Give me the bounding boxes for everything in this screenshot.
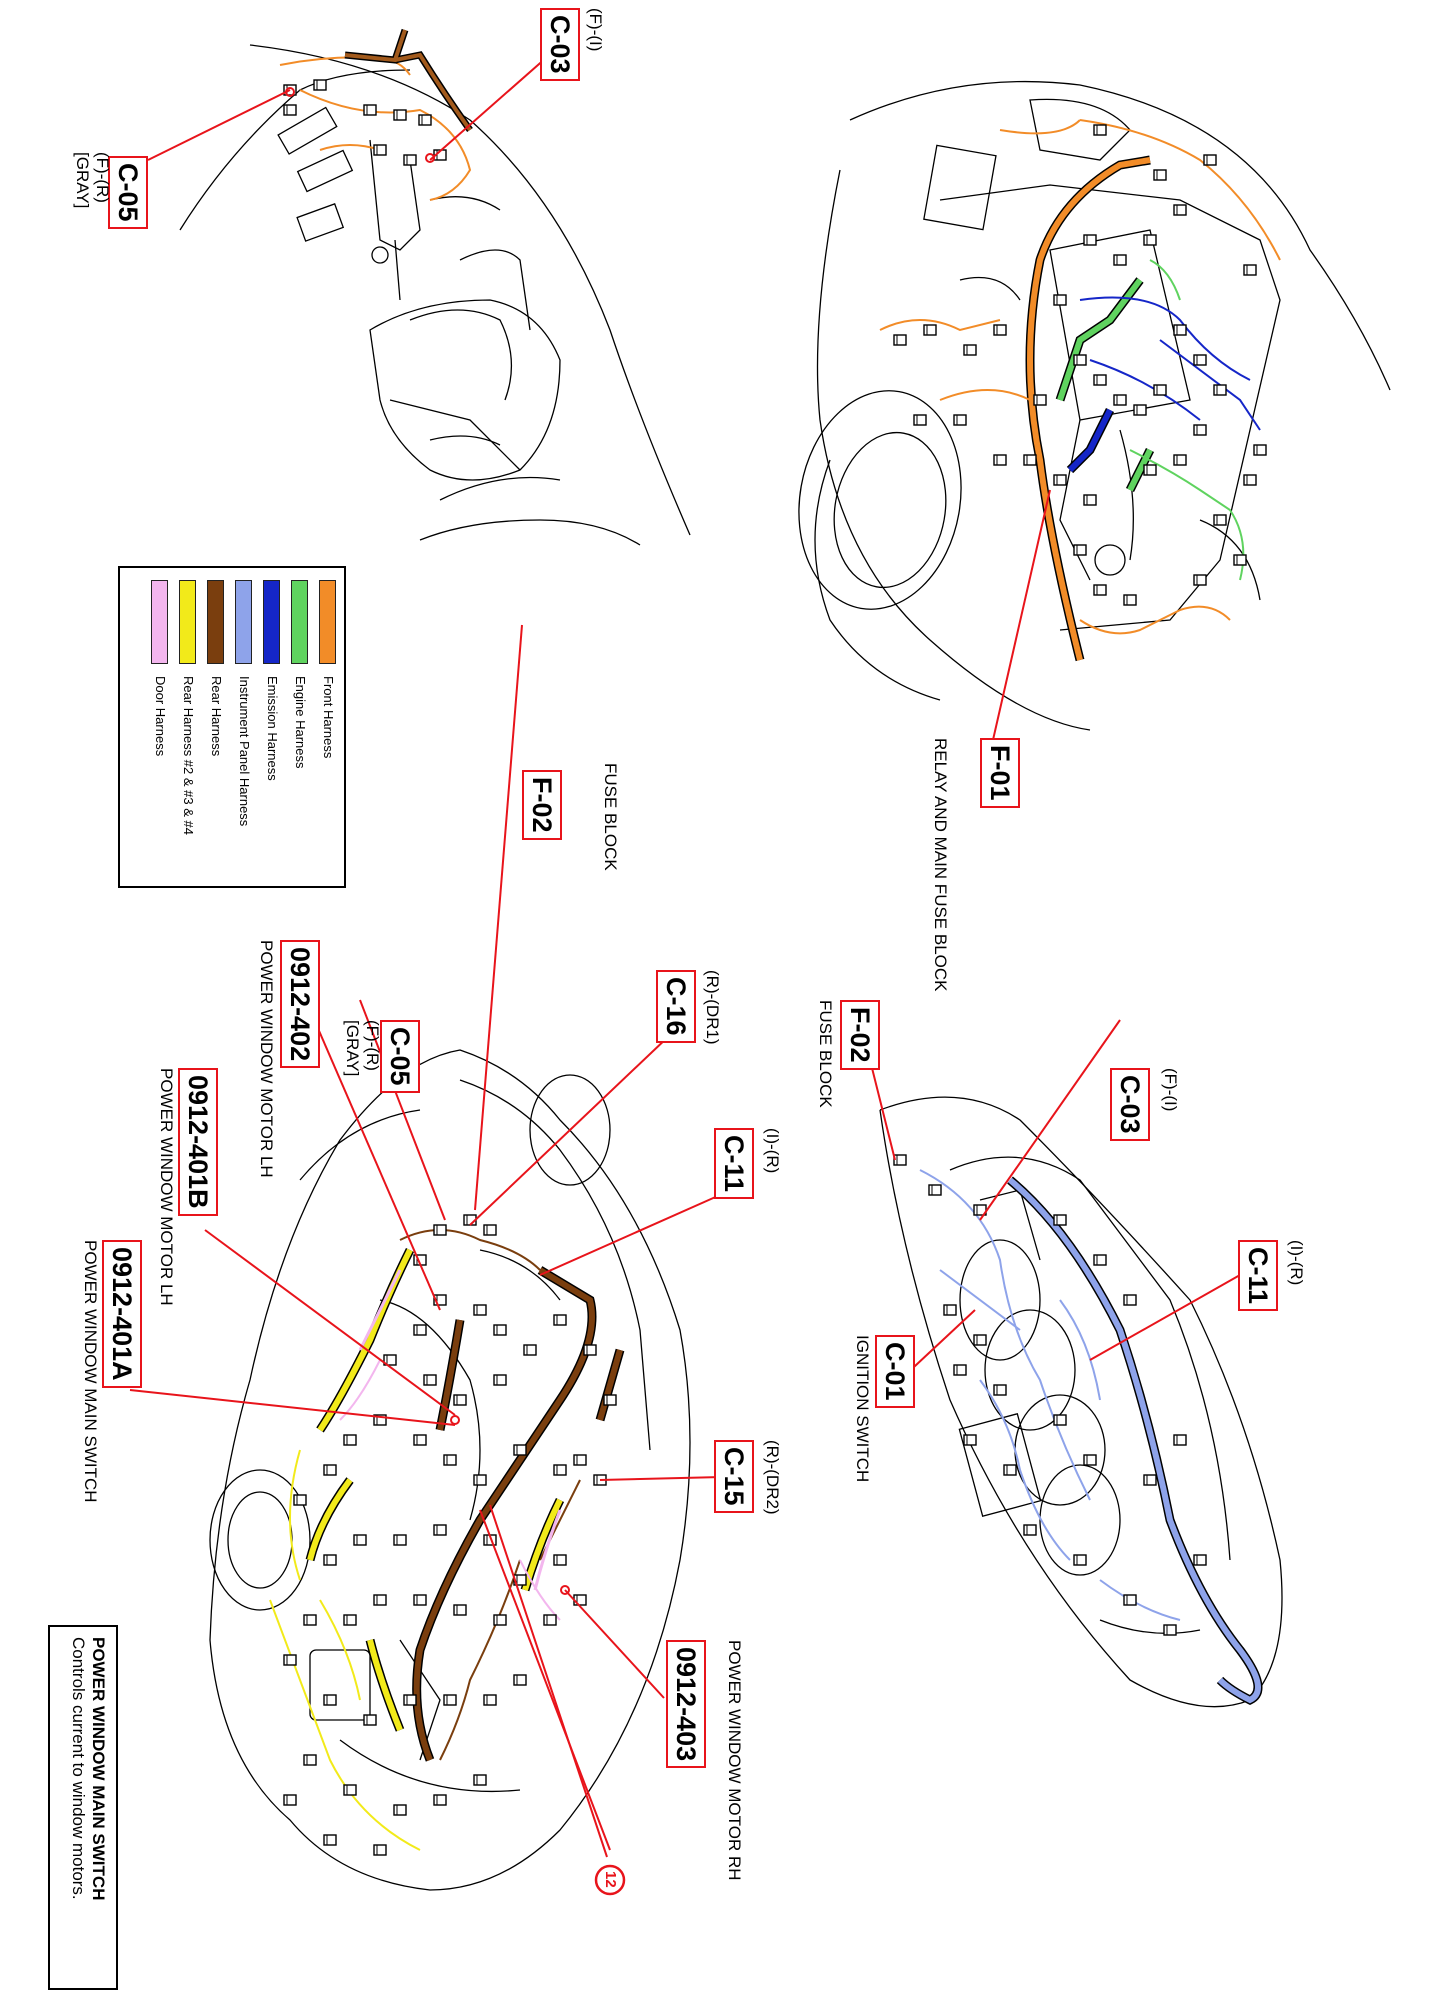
legend-label-emission: Emission Harness xyxy=(265,676,280,781)
label-caption: POWER WINDOW MOTOR LH xyxy=(157,1068,176,1306)
label-sub: (F)-(I) xyxy=(586,8,605,52)
label-sub: (I)-(R) xyxy=(1287,1240,1306,1286)
connector-code: C-15 xyxy=(714,1440,754,1513)
connector-code: C-11 xyxy=(714,1128,754,1200)
label-c03-right-sub: (F)-(I) xyxy=(1160,1068,1180,1111)
label-c03-right: C-03 xyxy=(1110,1068,1150,1141)
label-c05-mid-sub: (F)-(R) [GRAY] xyxy=(342,1020,382,1076)
label-sub: (R)-(DR2) xyxy=(763,1440,782,1515)
label-c11-right-sub: (I)-(R) xyxy=(1286,1240,1306,1285)
label-0912-402: 0912-402 xyxy=(280,940,320,1069)
vehicle-harness xyxy=(269,1214,625,1856)
legend-swatch-rear xyxy=(207,580,224,664)
legend-swatch-emission xyxy=(263,580,280,664)
label-0912-401a: 0912-401A xyxy=(102,1240,142,1388)
label-c16-sub: (R)-(DR1) xyxy=(702,970,722,1045)
steering-harness xyxy=(279,28,473,201)
legend-swatch-front xyxy=(319,580,336,664)
legend-label-door: Door Harness xyxy=(153,676,168,757)
callout-text: POWER WINDOW MAIN SWITCH Controls curren… xyxy=(68,1637,108,1900)
label-caption: IGNITION SWITCH xyxy=(853,1335,872,1483)
harness-legend: Front Harness Engine Harness Emission Ha… xyxy=(118,566,346,888)
label-caption: POWER WINDOW MOTOR RH xyxy=(725,1640,744,1881)
label-c01: C-01 xyxy=(875,1335,915,1408)
label-sub: (R)-(DR1) xyxy=(703,970,722,1045)
label-caption: POWER WINDOW MOTOR LH xyxy=(257,940,276,1178)
label-c16: C-16 xyxy=(656,970,696,1043)
callout-body: Controls current to window motors. xyxy=(69,1637,88,1900)
engine-compartment-view xyxy=(798,80,1391,731)
vehicle-body-view xyxy=(209,1049,691,1891)
legend-swatch-rear-2-3-4 xyxy=(179,580,196,664)
label-c11-right: C-11 xyxy=(1238,1240,1278,1312)
label-c15: C-15 xyxy=(714,1440,754,1513)
label-sub: (F)-(I) xyxy=(1161,1068,1180,1112)
label-f01-caption: RELAY AND MAIN FUSE BLOCK xyxy=(930,738,950,992)
connector-code: C-03 xyxy=(1110,1068,1150,1141)
reference-circle xyxy=(594,1864,626,1896)
label-f02-right: F-02 xyxy=(840,1000,880,1070)
connector-code: F-01 xyxy=(980,738,1020,808)
legend-label-front: Front Harness xyxy=(321,676,336,759)
steering-column-view xyxy=(179,44,691,546)
connector-code: F-02 xyxy=(840,1000,880,1070)
label-c03-top: C-03 xyxy=(540,8,580,81)
label-fuse-block-left: FUSE BLOCK xyxy=(600,763,620,871)
legend-label-engine: Engine Harness xyxy=(293,676,308,769)
label-sub: (F)-(R) xyxy=(363,1020,382,1071)
label-c05-top-sub: (F)-(R) [GRAY] xyxy=(72,152,112,208)
callout-title: POWER WINDOW MAIN SWITCH xyxy=(89,1637,108,1901)
label-c11-mid-sub: (I)-(R) xyxy=(762,1128,782,1173)
legend-swatch-instrument xyxy=(235,580,252,664)
label-c03-top-sub: (F)-(I) xyxy=(585,8,605,51)
label-c05-mid: C-05 xyxy=(380,1020,420,1093)
label-0912-401b-caption: POWER WINDOW MOTOR LH xyxy=(156,1068,176,1306)
connector-code: C-05 xyxy=(380,1020,420,1093)
connector-code: 0912-403 xyxy=(666,1640,706,1769)
connector-code: 0912-401B xyxy=(178,1068,218,1216)
label-caption: POWER WINDOW MAIN SWITCH xyxy=(81,1240,100,1503)
engine-harness xyxy=(879,119,1281,662)
connector-code: 0912-401A xyxy=(102,1240,142,1388)
connector-code: C-03 xyxy=(540,8,580,81)
label-f02-right-caption: FUSE BLOCK xyxy=(815,1000,835,1108)
instrument-panel-harness xyxy=(893,1154,1263,1706)
connector-code: F-02 xyxy=(522,770,562,840)
label-sub: (F)-(R) xyxy=(93,152,112,203)
instrument-panel-view xyxy=(879,1096,1283,1708)
legend-label-rear-2-3-4: Rear Harness #2 & #3 & #4 xyxy=(181,676,196,835)
label-caption: FUSE BLOCK xyxy=(601,763,620,871)
connector-code: C-16 xyxy=(656,970,696,1043)
reference-number: 12 xyxy=(602,1871,619,1888)
label-sub: (I)-(R) xyxy=(763,1128,782,1174)
label-f02-left: F-02 xyxy=(522,770,562,840)
label-c11-mid: C-11 xyxy=(714,1128,754,1200)
label-0912-401a-caption: POWER WINDOW MAIN SWITCH xyxy=(80,1240,100,1503)
label-0912-401b: 0912-401B xyxy=(178,1068,218,1216)
label-sub: [GRAY] xyxy=(343,1020,362,1077)
label-c15-sub: (R)-(DR2) xyxy=(762,1440,782,1515)
label-c01-caption: IGNITION SWITCH xyxy=(852,1335,872,1482)
label-c05-top: C-05 xyxy=(108,156,148,229)
connector-code: C-01 xyxy=(875,1335,915,1408)
label-f01: F-01 xyxy=(980,738,1020,808)
legend-swatch-engine xyxy=(291,580,308,664)
connector-code: C-05 xyxy=(108,156,148,229)
label-0912-403-caption: POWER WINDOW MOTOR RH xyxy=(724,1640,744,1881)
label-0912-403: 0912-403 xyxy=(666,1640,706,1769)
legend-label-instrument: Instrument Panel Harness xyxy=(237,676,252,827)
legend-label-rear: Rear Harness xyxy=(209,676,224,757)
label-0912-402-caption: POWER WINDOW MOTOR LH xyxy=(256,940,276,1178)
label-sub: [GRAY] xyxy=(73,152,92,209)
legend-swatch-door xyxy=(151,580,168,664)
label-caption: FUSE BLOCK xyxy=(816,1000,835,1108)
component-callout: POWER WINDOW MAIN SWITCH Controls curren… xyxy=(48,1625,118,1990)
connector-code: 0912-402 xyxy=(280,940,320,1069)
label-caption: RELAY AND MAIN FUSE BLOCK xyxy=(931,738,950,992)
connector-code: C-11 xyxy=(1238,1240,1278,1312)
